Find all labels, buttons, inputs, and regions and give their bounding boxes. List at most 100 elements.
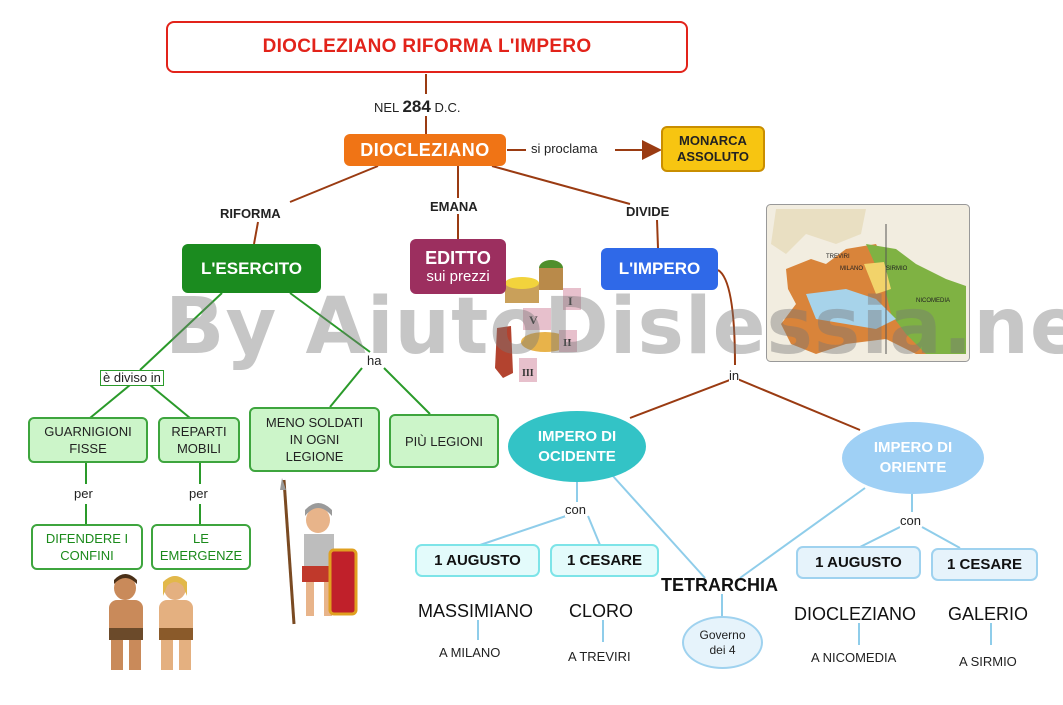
link-impero-in (717, 269, 736, 366)
label-divide: DIVIDE (626, 204, 670, 219)
link-con-cesare-e (921, 526, 961, 549)
oriente-line-2: ORIENTE (879, 459, 947, 476)
goods-illustration: V I II III (495, 260, 581, 382)
difendere-line-2: CONFINI (60, 548, 114, 563)
diocleziano-name: DIOCLEZIANO (794, 604, 917, 624)
sirmio-city: A SIRMIO (959, 654, 1017, 669)
emergenze-line-1: LE (193, 531, 209, 546)
watermark: By AiutoDislessia.net (165, 282, 1063, 372)
occidente-line-2: OCIDENTE (538, 447, 616, 465)
link-con-augusto-e (857, 526, 901, 549)
link-diviso-reparti (149, 384, 191, 419)
reparti-line-1: REPARTI (171, 424, 227, 439)
cesare-east-node: 1 CESARE (931, 548, 1038, 581)
governo-line-1: Governo (699, 627, 746, 642)
nicomedia-city: A NICOMEDIA (811, 650, 897, 665)
oriente-line-1: IMPERO DI (873, 439, 953, 456)
occidente-line-1: IMPERO DI (537, 427, 617, 445)
link-con-augusto-w (479, 515, 567, 546)
meno-line-1: MENO SOLDATI (265, 415, 364, 430)
title-box: DIOCLEZIANO RIFORMA L'IMPERO (166, 21, 688, 73)
proclaims-label: si proclama (531, 141, 598, 156)
link-diviso-guarnigioni (89, 384, 131, 419)
augusto-west-text: 1 AUGUSTO (434, 552, 521, 569)
difendere-line-1: DIFENDERE I (45, 531, 129, 546)
link-esercito-ha (289, 292, 371, 353)
milano-city: A MILANO (439, 645, 501, 660)
date-year: 284 (402, 97, 431, 116)
link-riforma-esercito (253, 221, 259, 245)
esercito-node: L'ESERCITO (182, 244, 321, 293)
editto-node: EDITTO sui prezzi (410, 239, 506, 294)
date-suffix: D.C. (434, 100, 461, 115)
monarca-line-2: ASSOLUTO (677, 149, 749, 164)
guarnigioni-line-1: GUARNIGIONI (44, 424, 132, 439)
per-label-1: per (74, 486, 93, 501)
diviso-in-label: è diviso in (100, 370, 164, 386)
link-divide-impero (656, 219, 659, 249)
editto-line-1: EDITTO (425, 247, 491, 268)
impero-text: L'IMPERO (618, 259, 701, 278)
monarca-line-1: MONARCA (679, 133, 747, 148)
date-prefix: NEL (374, 100, 399, 115)
link-in-occidente (629, 377, 736, 419)
link-occ-tetrarchia (611, 474, 706, 579)
difendere-node: DIFENDERE I CONFINI (31, 524, 143, 570)
center-node: DIOCLEZIANO (344, 134, 506, 166)
tag-label-1: V (529, 313, 538, 327)
treviri-city: A TREVIRI (568, 649, 631, 664)
map-label-milano: MILANO (840, 266, 863, 272)
reparti-node: REPARTI MOBILI (158, 417, 240, 463)
link-center-riforma (289, 165, 379, 203)
cesare-east-text: 1 CESARE (946, 556, 1023, 573)
augusto-west-node: 1 AUGUSTO (415, 544, 540, 577)
occidente-node: IMPERO DI OCIDENTE (508, 411, 646, 482)
link-ha-meno (329, 367, 363, 408)
massimiano-name: MASSIMIANO (418, 601, 534, 621)
emergenze-line-2: EMERGENZE (159, 548, 243, 563)
governo-line-2: dei 4 (709, 642, 736, 657)
emergenze-node: LE EMERGENZE (151, 524, 251, 570)
map-label-treviri: TREVIRI (826, 254, 850, 260)
tetrarchia-label: TETRARCHIA (661, 575, 778, 595)
date-label: NEL 284 D.C. (374, 97, 460, 117)
tag-label-0: I (568, 294, 573, 308)
editto-line-2: sui prezzi (426, 267, 490, 285)
reparti-line-2: MOBILI (176, 441, 222, 456)
link-con-cesare-w (587, 515, 601, 546)
esercito-text: L'ESERCITO (200, 258, 303, 278)
cesare-west-node: 1 CESARE (550, 544, 659, 577)
monarca-node: MONARCA ASSOLUTO (661, 126, 765, 172)
meno-line-2: IN OGNI (289, 432, 340, 447)
link-ori-tetrarchia (739, 487, 866, 579)
barbarians-illustration (109, 574, 193, 670)
guarnigioni-line-2: FISSE (69, 441, 107, 456)
title-text: DIOCLEZIANO RIFORMA L'IMPERO (262, 36, 592, 57)
label-emana: EMANA (430, 199, 478, 214)
impero-node: L'IMPERO (601, 248, 718, 290)
in-label: in (729, 368, 740, 383)
tag-label-3: III (522, 368, 534, 379)
galerio-name: GALERIO (948, 604, 1029, 624)
legionary-illustration (280, 478, 358, 625)
link-in-oriente (734, 377, 861, 431)
con-label-1: con (565, 502, 586, 517)
roman-empire-map-image: TREVIRI MILANO SIRMIO NICOMEDIA (766, 204, 970, 362)
meno-soldati-node: MENO SOLDATI IN OGNI LEGIONE (249, 407, 380, 472)
center-text: DIOCLEZIANO (360, 139, 490, 160)
map-label-sirmio: SIRMIO (886, 266, 908, 272)
augusto-east-text: 1 AUGUSTO (815, 554, 902, 571)
label-riforma: RIFORMA (220, 206, 281, 221)
guarnigioni-node: GUARNIGIONI FISSE (28, 417, 148, 463)
cesare-west-text: 1 CESARE (566, 552, 643, 569)
link-esercito-diviso (139, 292, 223, 371)
con-label-2: con (900, 513, 921, 528)
per-label-2: per (189, 486, 208, 501)
tag-label-2: II (563, 337, 572, 349)
piu-legioni-text: PIÙ LEGIONI (404, 433, 484, 449)
link-ha-piu (383, 367, 431, 415)
meno-line-3: LEGIONE (285, 449, 344, 464)
oriente-node: IMPERO DI ORIENTE (842, 422, 984, 494)
